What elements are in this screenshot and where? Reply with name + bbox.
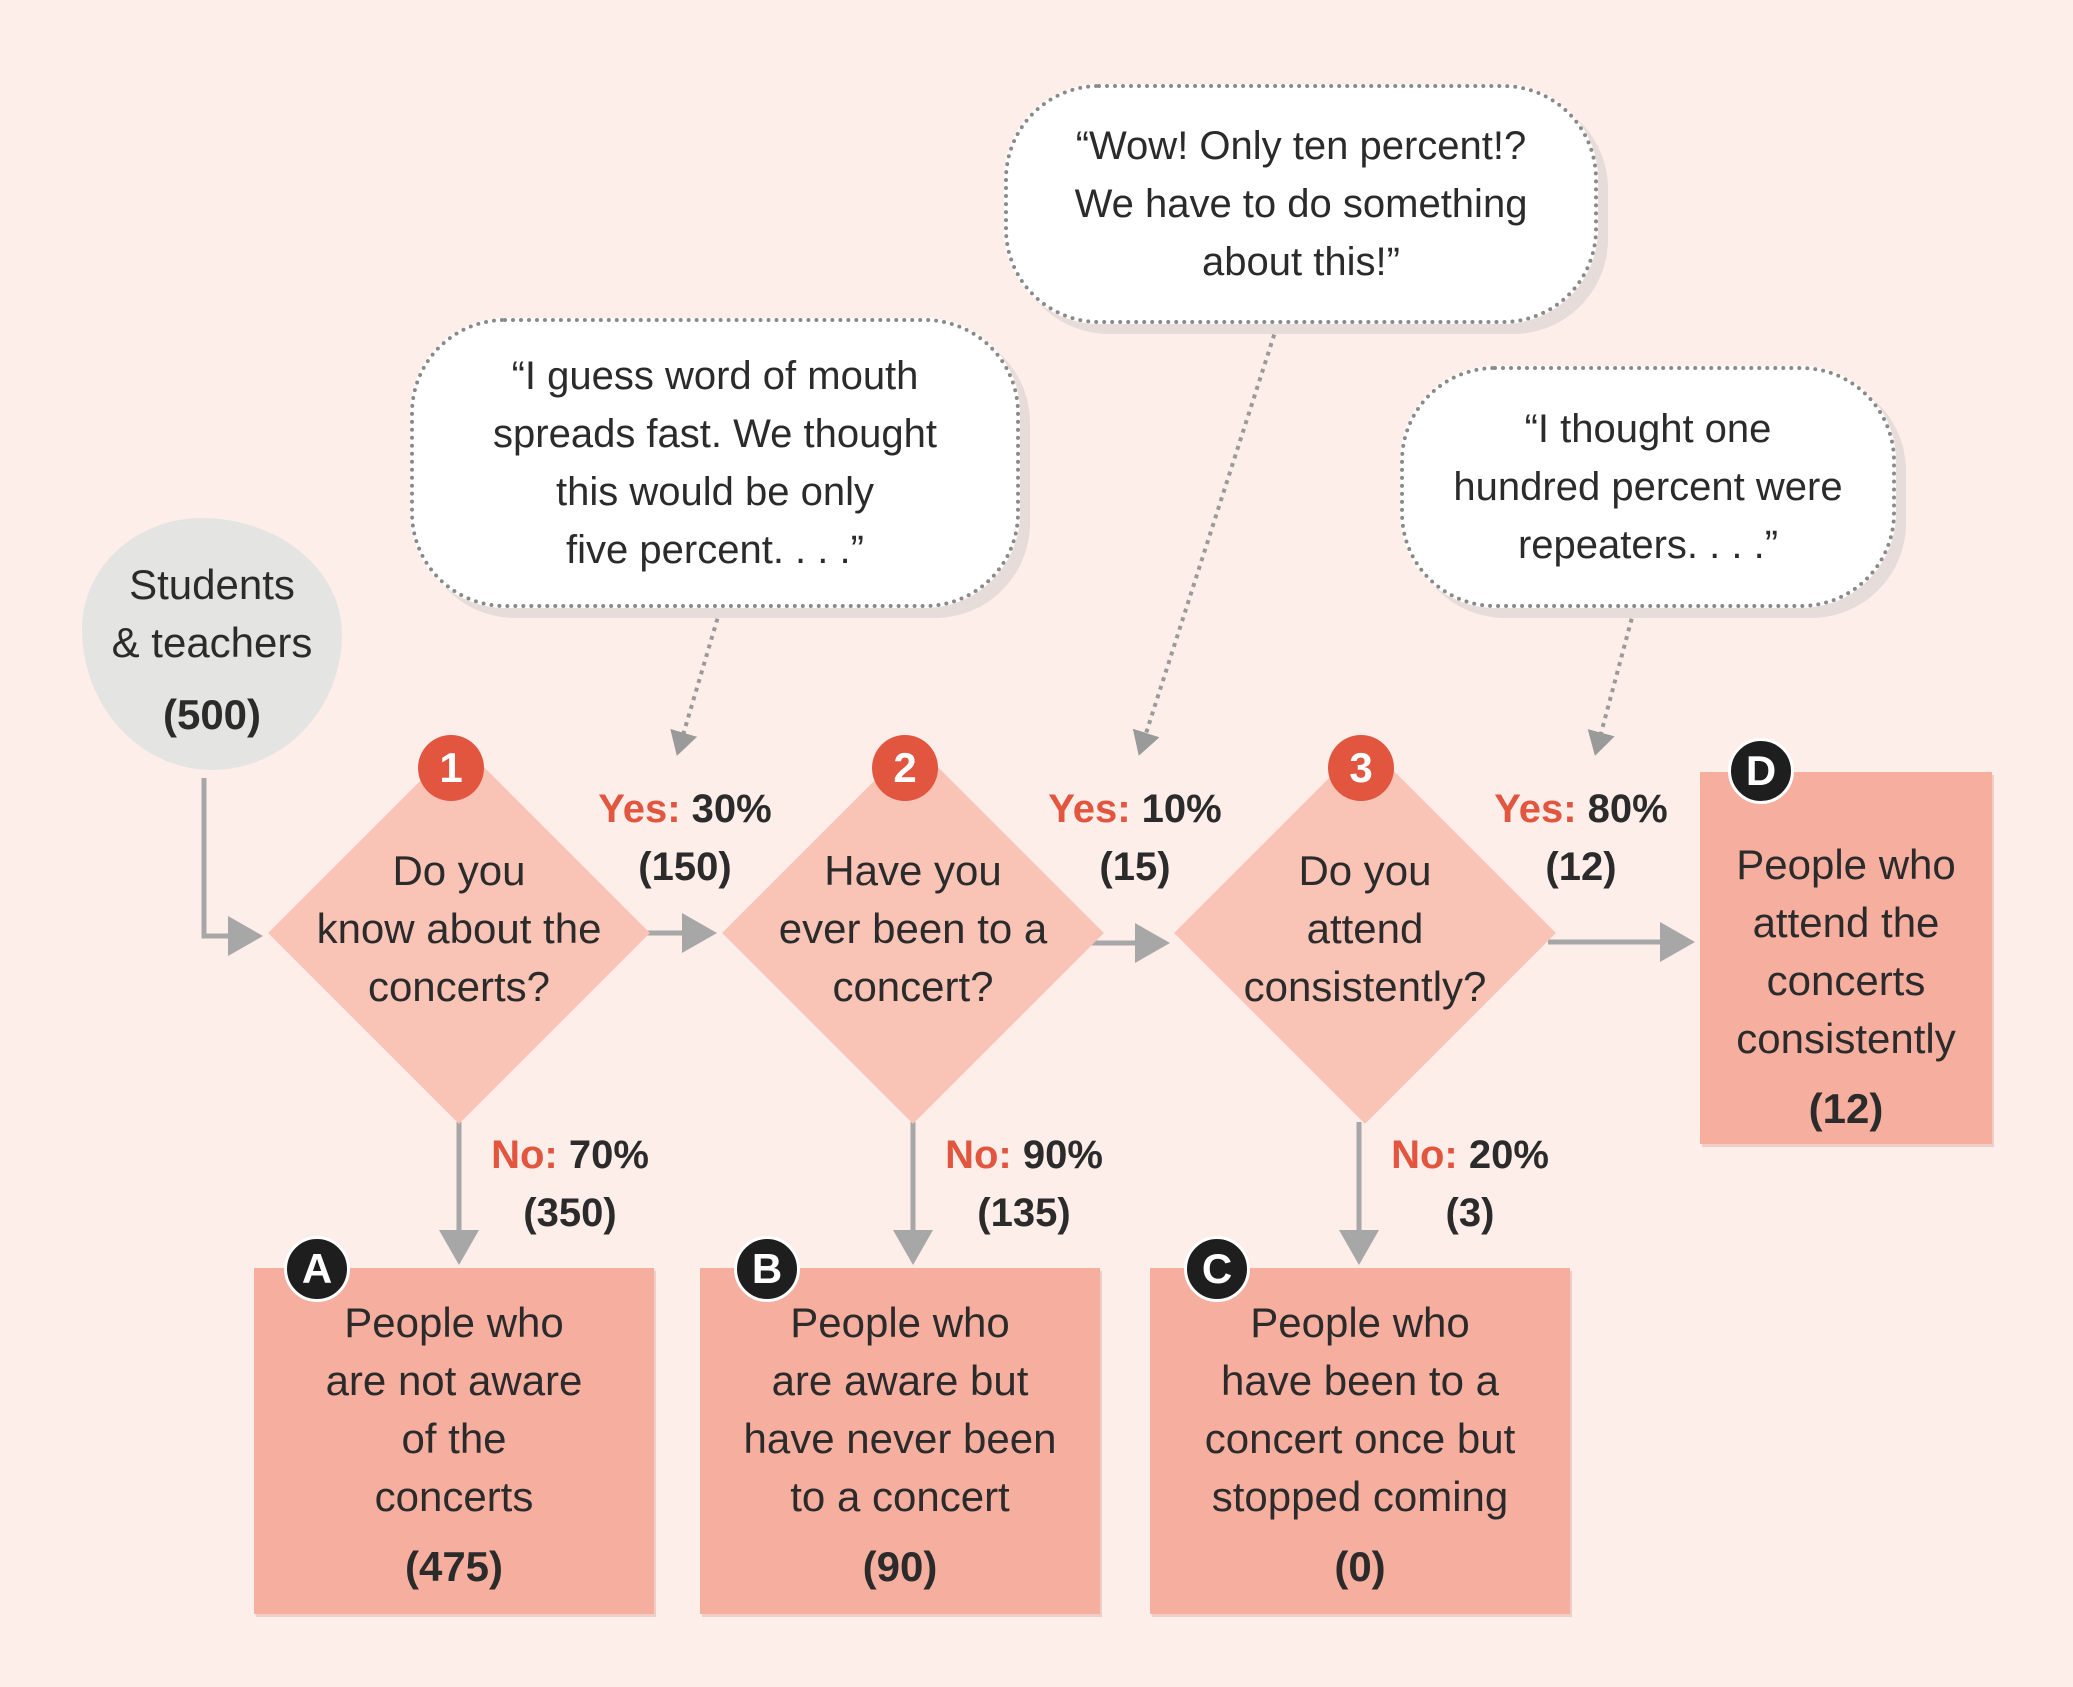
outcome-c-line1: People who [1250, 1299, 1470, 1346]
no-branch-1-count: (350) [523, 1191, 617, 1235]
question-3-line3: consistently? [1243, 963, 1487, 1010]
question-1-text: Do you know about the concerts? [266, 842, 652, 1016]
outcome-d-line1: People who [1736, 841, 1956, 888]
yes-branch-2: Yes: 10% (15) [1024, 780, 1246, 896]
question-1-line3: concerts? [367, 963, 551, 1010]
outcome-b-line2: are aware but [771, 1357, 1029, 1404]
question-2-text: Have you ever been to a concert? [720, 842, 1106, 1016]
arrow-start-to-q1 [201, 778, 263, 956]
quote-3-text: “I thought one hundred percent were repe… [1453, 400, 1842, 574]
yes-branch-2-count: (15) [1099, 845, 1171, 889]
yes-branch-2-keyword: Yes: [1048, 787, 1131, 831]
start-count: (500) [162, 691, 262, 738]
quote1-pointer [670, 609, 722, 756]
question-1-line1: Do you [392, 847, 526, 894]
question-1-badge: 1 [418, 735, 484, 801]
question-1-line2: know about the [316, 905, 602, 952]
no-branch-2-count: (135) [977, 1191, 1071, 1235]
yes-branch-3-percent: 80% [1587, 787, 1668, 831]
outcome-b-line3: have never been [743, 1415, 1057, 1462]
outcome-b-line1: People who [790, 1299, 1010, 1346]
quote3-pointer [1587, 609, 1636, 756]
start-node [82, 518, 342, 770]
no-branch-3: No: 20% (3) [1370, 1126, 1570, 1242]
outcome-c-badge: C [1184, 1236, 1250, 1302]
yes-branch-3-count: (12) [1545, 845, 1617, 889]
question-3-line2: attend [1306, 905, 1424, 952]
outcome-a-count: (475) [404, 1543, 504, 1590]
question-3-badge: 3 [1328, 735, 1394, 801]
outcome-a-badge: A [284, 1236, 350, 1302]
outcome-a-line1: People who [344, 1299, 564, 1346]
quote-1-line1: “I guess word of mouth [511, 354, 919, 398]
outcome-box-d: People who attend the concerts consisten… [1700, 772, 1992, 1144]
question-2-line3: concert? [832, 963, 994, 1010]
outcome-c-line2: have been to a [1221, 1357, 1499, 1404]
outcome-b-badge: B [734, 1236, 800, 1302]
outcome-d-count: (12) [1808, 1085, 1884, 1132]
no-branch-1-percent: 70% [568, 1133, 649, 1177]
quote-3-line2: hundred percent were [1453, 465, 1843, 509]
question-2-badge: 2 [872, 735, 938, 801]
outcome-a-line4: concerts [374, 1473, 534, 1520]
quote-2-text: “Wow! Only ten percent!? We have to do s… [1075, 117, 1528, 291]
outcome-c-count: (0) [1334, 1543, 1386, 1590]
outcome-box-c: People who have been to a concert once b… [1150, 1268, 1570, 1614]
outcome-d-line4: consistently [1736, 1015, 1956, 1062]
quote-bubble-2: “Wow! Only ten percent!? We have to do s… [1004, 84, 1598, 324]
start-label: Students & teachers (500) [82, 556, 342, 744]
quote-2-line3: about this!” [1202, 240, 1400, 284]
outcome-d-text: People who attend the concerts consisten… [1700, 836, 1992, 1138]
yes-branch-1: Yes: 30% (150) [570, 780, 800, 896]
outcome-d-line2: attend the [1752, 899, 1940, 946]
quote-3-line3: repeaters. . . .” [1517, 523, 1779, 567]
outcome-c-line3: concert once but [1204, 1415, 1516, 1462]
yes-branch-1-percent: 30% [691, 787, 772, 831]
no-branch-2-keyword: No: [945, 1133, 1012, 1177]
start-label-line2: & teachers [111, 619, 313, 666]
outcome-c-text: People who have been to a concert once b… [1150, 1294, 1570, 1596]
outcome-box-b: People who are aware but have never been… [700, 1268, 1100, 1614]
quote-1-line2: spreads fast. We thought [493, 412, 937, 456]
outcome-a-line2: are not aware [325, 1357, 583, 1404]
no-branch-3-percent: 20% [1468, 1133, 1549, 1177]
outcome-box-a: People who are not aware of the concerts… [254, 1268, 654, 1614]
question-3-text: Do you attend consistently? [1172, 842, 1558, 1016]
quote-1-line3: this would be only [556, 470, 874, 514]
yes-branch-1-count: (150) [638, 845, 732, 889]
question-2-line2: ever been to a [778, 905, 1048, 952]
quote-bubble-1: “I guess word of mouth spreads fast. We … [410, 318, 1020, 608]
outcome-d-line3: concerts [1766, 957, 1926, 1004]
yes-branch-1-keyword: Yes: [598, 787, 681, 831]
outcome-b-text: People who are aware but have never been… [700, 1294, 1100, 1596]
no-branch-3-count: (3) [1445, 1191, 1495, 1235]
outcome-a-text: People who are not aware of the concerts… [254, 1294, 654, 1596]
start-label-line1: Students [129, 561, 295, 608]
quote-bubble-3: “I thought one hundred percent were repe… [1400, 366, 1896, 608]
question-3-line1: Do you [1298, 847, 1432, 894]
yes-branch-2-percent: 10% [1141, 787, 1222, 831]
no-branch-2: No: 90% (135) [924, 1126, 1124, 1242]
quote-2-line2: We have to do something [1074, 182, 1528, 226]
no-branch-3-keyword: No: [1391, 1133, 1458, 1177]
outcome-a-line3: of the [401, 1415, 507, 1462]
yes-branch-3-keyword: Yes: [1494, 787, 1577, 831]
question-2-line1: Have you [824, 847, 1002, 894]
outcome-d-badge: D [1728, 738, 1794, 804]
quote-1-text: “I guess word of mouth spreads fast. We … [493, 347, 937, 579]
no-branch-1: No: 70% (350) [470, 1126, 670, 1242]
outcome-c-line4: stopped coming [1211, 1473, 1509, 1520]
no-branch-1-keyword: No: [491, 1133, 558, 1177]
quote-1-line4: five percent. . . .” [566, 528, 864, 572]
outcome-b-line4: to a concert [790, 1473, 1010, 1520]
quote2-pointer [1132, 325, 1279, 756]
yes-branch-3: Yes: 80% (12) [1466, 780, 1696, 896]
no-branch-2-percent: 90% [1022, 1133, 1103, 1177]
quote-2-line1: “Wow! Only ten percent!? [1075, 124, 1527, 168]
quote-3-line1: “I thought one [1524, 407, 1772, 451]
outcome-b-count: (90) [862, 1543, 938, 1590]
